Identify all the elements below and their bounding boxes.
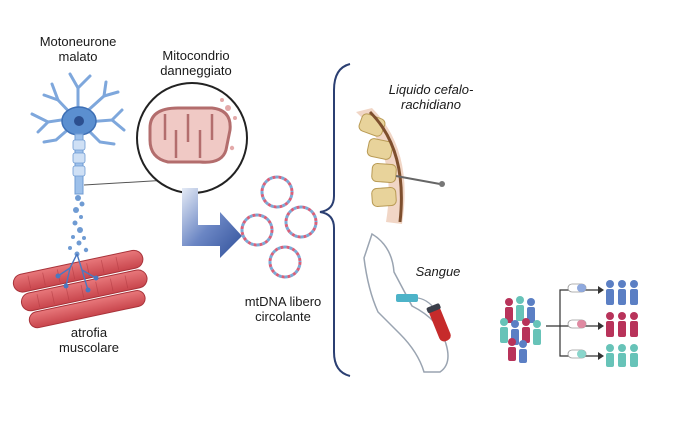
arm-blood-draw-illustration: [363, 232, 451, 373]
label-csf: Liquido cefalo- rachidiano: [388, 82, 474, 112]
muscle-fibers-illustration: [12, 249, 148, 329]
release-arrow-icon: [182, 188, 242, 258]
label-mtdna: mtDNA libero circolante: [244, 294, 322, 324]
spine-lumbar-puncture-illustration: [356, 108, 445, 224]
patient-stratification-illustration: [500, 280, 638, 367]
damaged-mitochondrion-illustration: [136, 82, 248, 194]
grouping-brace: [319, 63, 351, 377]
label-muscle-atrophy: atrofia muscolare: [59, 325, 119, 355]
motor-neuron-illustration: [30, 72, 169, 257]
mtdna-circles-illustration: [240, 175, 318, 279]
label-mitochondrion: Mitocondrio danneggiato: [160, 48, 232, 78]
label-motor-neuron: Motoneurone malato: [39, 34, 117, 64]
label-blood: Sangue: [415, 264, 461, 279]
